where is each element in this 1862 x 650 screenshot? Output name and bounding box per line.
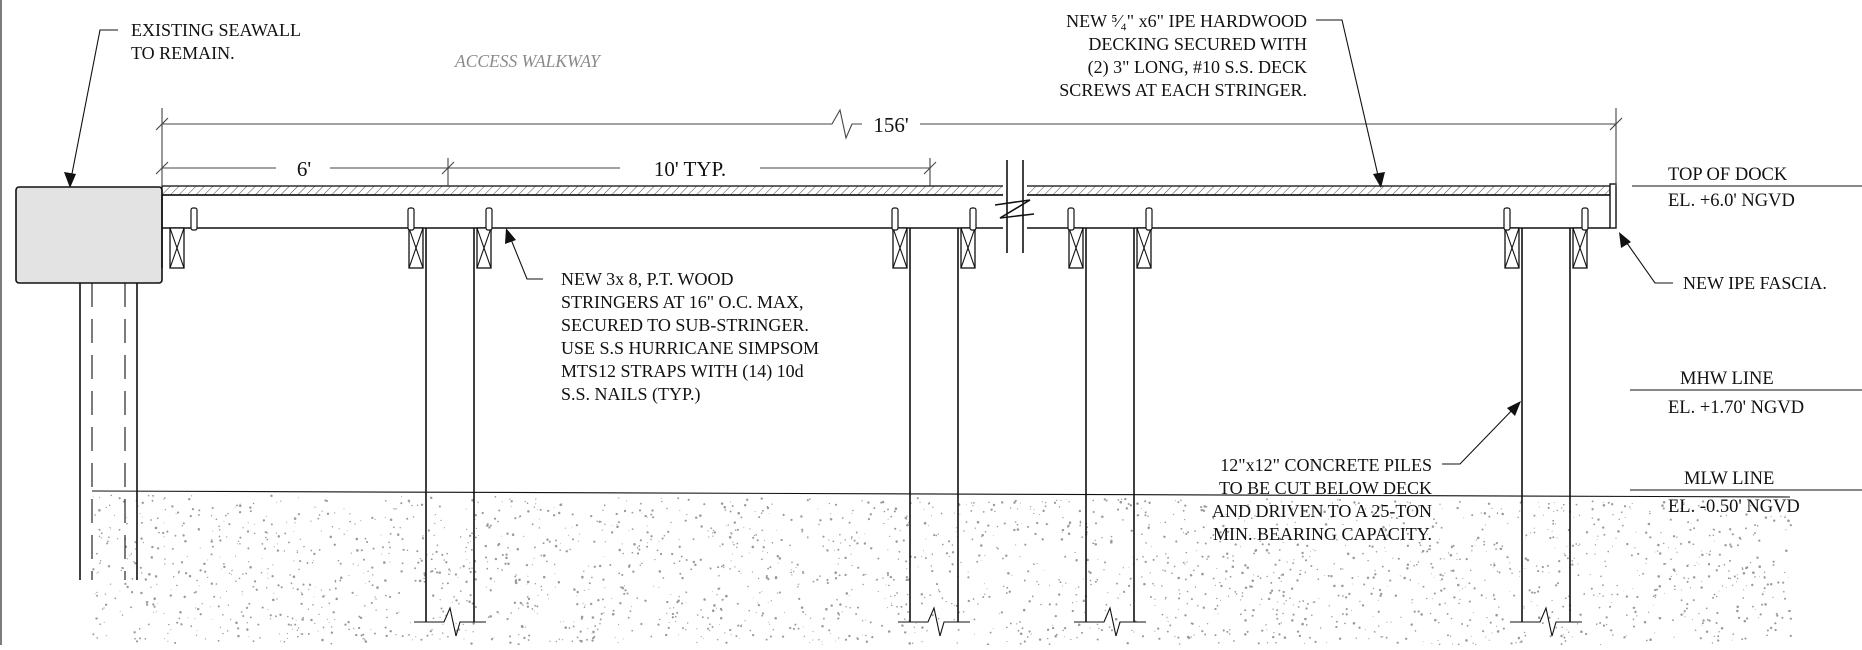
deck-break-line (994, 160, 1035, 255)
dim-overall-text: 156' (873, 113, 908, 137)
note-piles-line3: AND DRIVEN TO A 25-TON (1212, 501, 1432, 521)
note-decking-line1: NEW ⁵⁄₄" x6" IPE HARDWOOD (1066, 11, 1307, 31)
ipe-decking (161, 185, 1611, 196)
concrete-pile (414, 228, 486, 637)
leader-decking (1316, 19, 1385, 188)
note-stringers-line1: NEW 3x 8, P.T. WOOD (561, 269, 734, 289)
strap (190, 207, 198, 231)
note-piles-line2: TO BE CUT BELOW DECK (1219, 478, 1432, 498)
stringer-block (169, 227, 185, 269)
leader-seawall (64, 29, 118, 188)
concrete-pile (1510, 228, 1582, 637)
pile-break-symbol (414, 606, 486, 637)
leader-stringers (505, 228, 543, 280)
note-piles-line1: 12"x12" CONCRETE PILES (1220, 455, 1432, 475)
strap (1581, 207, 1589, 231)
dim-typical-bay-text: 10' TYP. (654, 157, 726, 181)
level-mhw: MHW LINE EL. +1.70' NGVD (1630, 369, 1862, 418)
stringer-band (161, 194, 1610, 268)
level-mhw-label: MHW LINE (1680, 369, 1774, 389)
dimension-bays: 6' 10' TYP. (155, 157, 937, 186)
label-access-walkway: ACCESS WALKWAY (454, 51, 602, 71)
level-mlw-label: MLW LINE (1684, 469, 1774, 489)
note-stringers-line3: SECURED TO SUB-STRINGER. (561, 315, 809, 335)
note-stringers-line6: S.S. NAILS (TYP.) (561, 384, 701, 405)
stringer-block (1572, 227, 1588, 269)
strap (1145, 207, 1153, 231)
strap (1067, 207, 1075, 231)
ground-line (91, 490, 1791, 498)
stringer-block (960, 227, 976, 269)
level-mlw-elev: EL. -0.50' NGVD (1668, 497, 1800, 517)
concrete-pile (898, 228, 970, 637)
strap (407, 207, 415, 231)
stringer-block (476, 227, 492, 269)
pile-break-symbol (898, 606, 970, 637)
existing-seawall-pile (79, 283, 138, 580)
dim-first-bay-text: 6' (297, 157, 311, 181)
note-piles-line4: MIN. BEARING CAPACITY. (1213, 524, 1432, 544)
stringer-block (1504, 227, 1520, 269)
note-seawall-line2: TO REMAIN. (131, 43, 235, 63)
level-top-of-dock: TOP OF DOCK EL. +6.0' NGVD (1632, 165, 1862, 211)
concrete-pile (1074, 228, 1146, 637)
note-stringers-line5: MTS12 STRAPS WITH (14) 10d (561, 361, 804, 382)
strap (969, 207, 977, 231)
ipe-fascia (1609, 183, 1617, 229)
stringer-block (1068, 227, 1084, 269)
pile-break-symbol (1510, 606, 1582, 637)
dimension-overall: 156' (155, 108, 1623, 186)
note-decking-line2: DECKING SECURED WITH (1088, 34, 1307, 54)
strap (1503, 207, 1511, 231)
strap (891, 207, 899, 231)
note-decking-line4: SCREWS AT EACH STRINGER. (1059, 80, 1307, 100)
leader-fascia (1619, 232, 1673, 284)
level-mlw: MLW LINE EL. -0.50' NGVD (1630, 469, 1862, 517)
note-fascia: NEW IPE FASCIA. (1683, 273, 1827, 293)
stringer-block (892, 227, 908, 269)
strap (485, 207, 493, 231)
note-seawall-line1: EXISTING SEAWALL (131, 20, 301, 40)
stringer-block (408, 227, 424, 269)
concrete-piles (414, 228, 1582, 637)
note-stringers-line2: STRINGERS AT 16" O.C. MAX, (561, 292, 804, 312)
level-mhw-elev: EL. +1.70' NGVD (1668, 398, 1804, 418)
stringer-block (1136, 227, 1152, 269)
stringer-blocks (169, 227, 1588, 269)
pile-break-symbol (1074, 606, 1146, 637)
hurricane-straps (190, 207, 1589, 231)
note-decking-line3: (2) 3" LONG, #10 S.S. DECK (1088, 57, 1307, 78)
existing-seawall-cap (15, 186, 163, 284)
note-stringers-line4: USE S.S HURRICANE SIMPSOM (561, 338, 819, 358)
level-top-of-dock-elev: EL. +6.0' NGVD (1668, 191, 1795, 211)
leader-piles (1442, 401, 1521, 465)
level-top-of-dock-label: TOP OF DOCK (1668, 165, 1788, 185)
